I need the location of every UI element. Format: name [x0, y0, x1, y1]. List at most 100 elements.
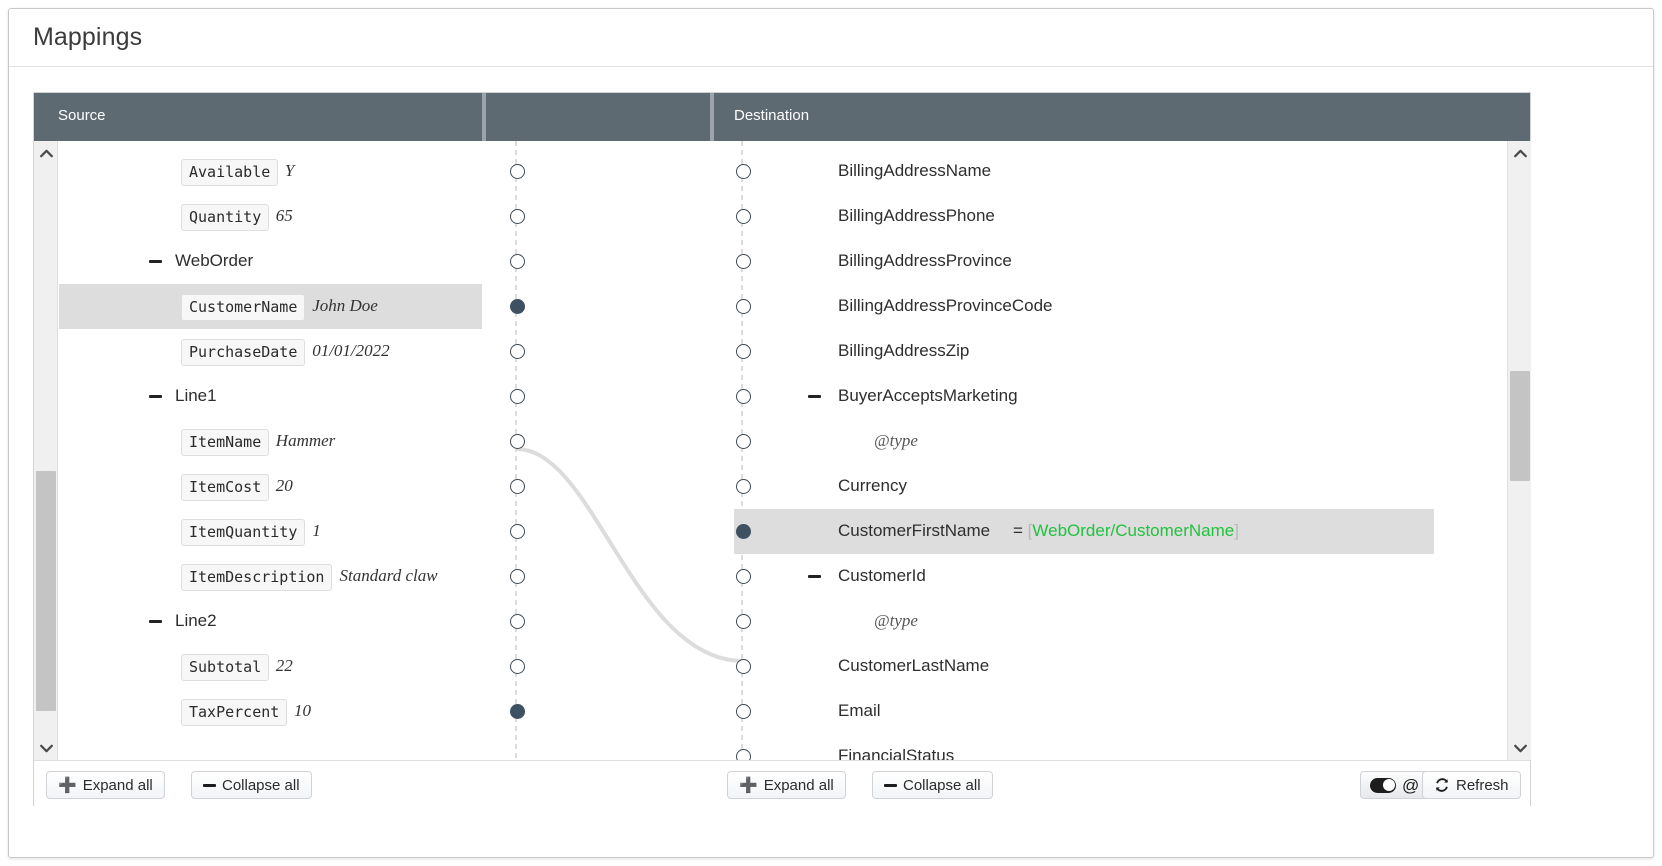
scroll-down-icon[interactable]: [34, 736, 58, 760]
connector-node-empty[interactable]: [735, 569, 751, 584]
connector-node-empty[interactable]: [509, 434, 525, 449]
destination-scrollbar[interactable]: [1507, 141, 1531, 760]
source-group-label: Line2: [175, 611, 217, 630]
source-collapse-all-button[interactable]: Collapse all: [191, 771, 312, 799]
collapse-minus-icon[interactable]: [808, 395, 821, 398]
source-field-chip[interactable]: PurchaseDate: [181, 339, 306, 366]
connector-node-linked[interactable]: [735, 524, 751, 539]
connector-node-empty[interactable]: [509, 209, 525, 224]
plus-icon: ➕: [58, 776, 77, 794]
connector-node-empty[interactable]: [735, 209, 751, 224]
mapping-expression[interactable]: = [WebOrder/CustomerName]: [1013, 521, 1239, 541]
connector-node-empty[interactable]: [509, 344, 525, 359]
source-field-value: 1: [312, 521, 321, 540]
toggle-switch-icon[interactable]: [1370, 777, 1396, 793]
source-tree-row[interactable]: WebOrder: [59, 239, 482, 284]
source-field-chip[interactable]: Available: [181, 159, 279, 186]
destination-tree-row[interactable]: BillingAddressPhone: [734, 194, 1507, 239]
connector-node-empty[interactable]: [735, 164, 751, 179]
source-tree-row[interactable]: Line1: [59, 374, 482, 419]
connector-node-empty[interactable]: [735, 704, 751, 719]
source-tree-row[interactable]: ItemCost 20: [59, 464, 482, 509]
connector-node-empty[interactable]: [509, 254, 525, 269]
source-field-chip[interactable]: ItemCost: [181, 474, 270, 501]
connector-node-empty[interactable]: [509, 164, 525, 179]
collapse-minus-icon[interactable]: [149, 395, 162, 398]
connector-node-empty[interactable]: [509, 524, 525, 539]
show-attributes-toggle[interactable]: @: [1360, 771, 1430, 799]
scroll-down-icon[interactable]: [1508, 736, 1532, 760]
destination-expand-all-button[interactable]: ➕ Expand all: [727, 771, 846, 799]
source-expand-all-button[interactable]: ➕ Expand all: [46, 771, 165, 799]
refresh-button[interactable]: Refresh: [1422, 771, 1521, 799]
connector-node-empty[interactable]: [509, 659, 525, 674]
connector-node-empty[interactable]: [509, 389, 525, 404]
source-field-chip[interactable]: CustomerName: [181, 294, 306, 321]
source-scrollbar[interactable]: [34, 141, 58, 760]
destination-node-label: @type: [874, 611, 918, 630]
refresh-icon: [1434, 777, 1450, 793]
scroll-up-icon[interactable]: [34, 141, 58, 165]
destination-node-label: FinancialStatus: [838, 746, 955, 760]
connector-node-empty[interactable]: [509, 614, 525, 629]
connector-node-empty[interactable]: [509, 569, 525, 584]
connector-node-empty[interactable]: [735, 254, 751, 269]
destination-tree-row[interactable]: Email: [734, 689, 1507, 734]
destination-tree-row[interactable]: BillingAddressProvinceCode: [734, 284, 1507, 329]
destination-tree-row[interactable]: BillingAddressZip: [734, 329, 1507, 374]
source-field-value: 20: [275, 476, 293, 495]
destination-collapse-all-button[interactable]: Collapse all: [872, 771, 993, 799]
connector-node-empty[interactable]: [509, 479, 525, 494]
connector-node-linked[interactable]: [509, 299, 525, 314]
connector-node-empty[interactable]: [735, 659, 751, 674]
source-field-chip[interactable]: Quantity: [181, 204, 270, 231]
collapse-minus-icon[interactable]: [149, 260, 162, 263]
connector-node-linked[interactable]: [509, 704, 525, 719]
source-tree-row[interactable]: Line2: [59, 599, 482, 644]
destination-tree-row[interactable]: @type: [734, 599, 1507, 644]
destination-tree-row[interactable]: Currency: [734, 464, 1507, 509]
source-field-chip[interactable]: ItemName: [181, 429, 270, 456]
source-group-label: Line1: [175, 386, 217, 405]
source-field-chip[interactable]: ItemDescription: [181, 564, 333, 591]
connector-node-empty[interactable]: [735, 344, 751, 359]
collapse-minus-icon[interactable]: [808, 575, 821, 578]
destination-tree-row[interactable]: BillingAddressName: [734, 149, 1507, 194]
connector-node-empty[interactable]: [735, 389, 751, 404]
source-field-chip[interactable]: Subtotal: [181, 654, 270, 681]
connector-node-empty[interactable]: [735, 434, 751, 449]
scroll-up-icon[interactable]: [1508, 141, 1532, 165]
minus-icon: [203, 783, 216, 787]
connector-node-empty[interactable]: [735, 614, 751, 629]
expression-close-bracket: ]: [1234, 521, 1239, 540]
destination-tree-row[interactable]: FinancialStatus: [734, 734, 1507, 760]
destination-tree-row[interactable]: @type: [734, 419, 1507, 464]
destination-tree-row[interactable]: BillingAddressProvince: [734, 239, 1507, 284]
destination-collapse-all-label: Collapse all: [903, 776, 981, 794]
source-tree-row[interactable]: ItemQuantity 1: [59, 509, 482, 554]
source-field-chip[interactable]: ItemQuantity: [181, 519, 306, 546]
collapse-minus-icon[interactable]: [149, 620, 162, 623]
source-scrollbar-thumb[interactable]: [36, 471, 56, 711]
destination-tree-row[interactable]: BuyerAcceptsMarketing: [734, 374, 1507, 419]
destination-expand-all-label: Expand all: [763, 776, 834, 794]
source-field-chip[interactable]: TaxPercent: [181, 699, 288, 726]
destination-tree-row[interactable]: CustomerLastName: [734, 644, 1507, 689]
destination-tree-row[interactable]: CustomerFirstName= [WebOrder/CustomerNam…: [734, 509, 1434, 554]
source-connector-rail: [515, 141, 517, 760]
destination-scrollbar-thumb[interactable]: [1510, 371, 1530, 481]
destination-tree-row[interactable]: CustomerId: [734, 554, 1507, 599]
connector-node-empty[interactable]: [735, 299, 751, 314]
connector-node-empty[interactable]: [735, 479, 751, 494]
